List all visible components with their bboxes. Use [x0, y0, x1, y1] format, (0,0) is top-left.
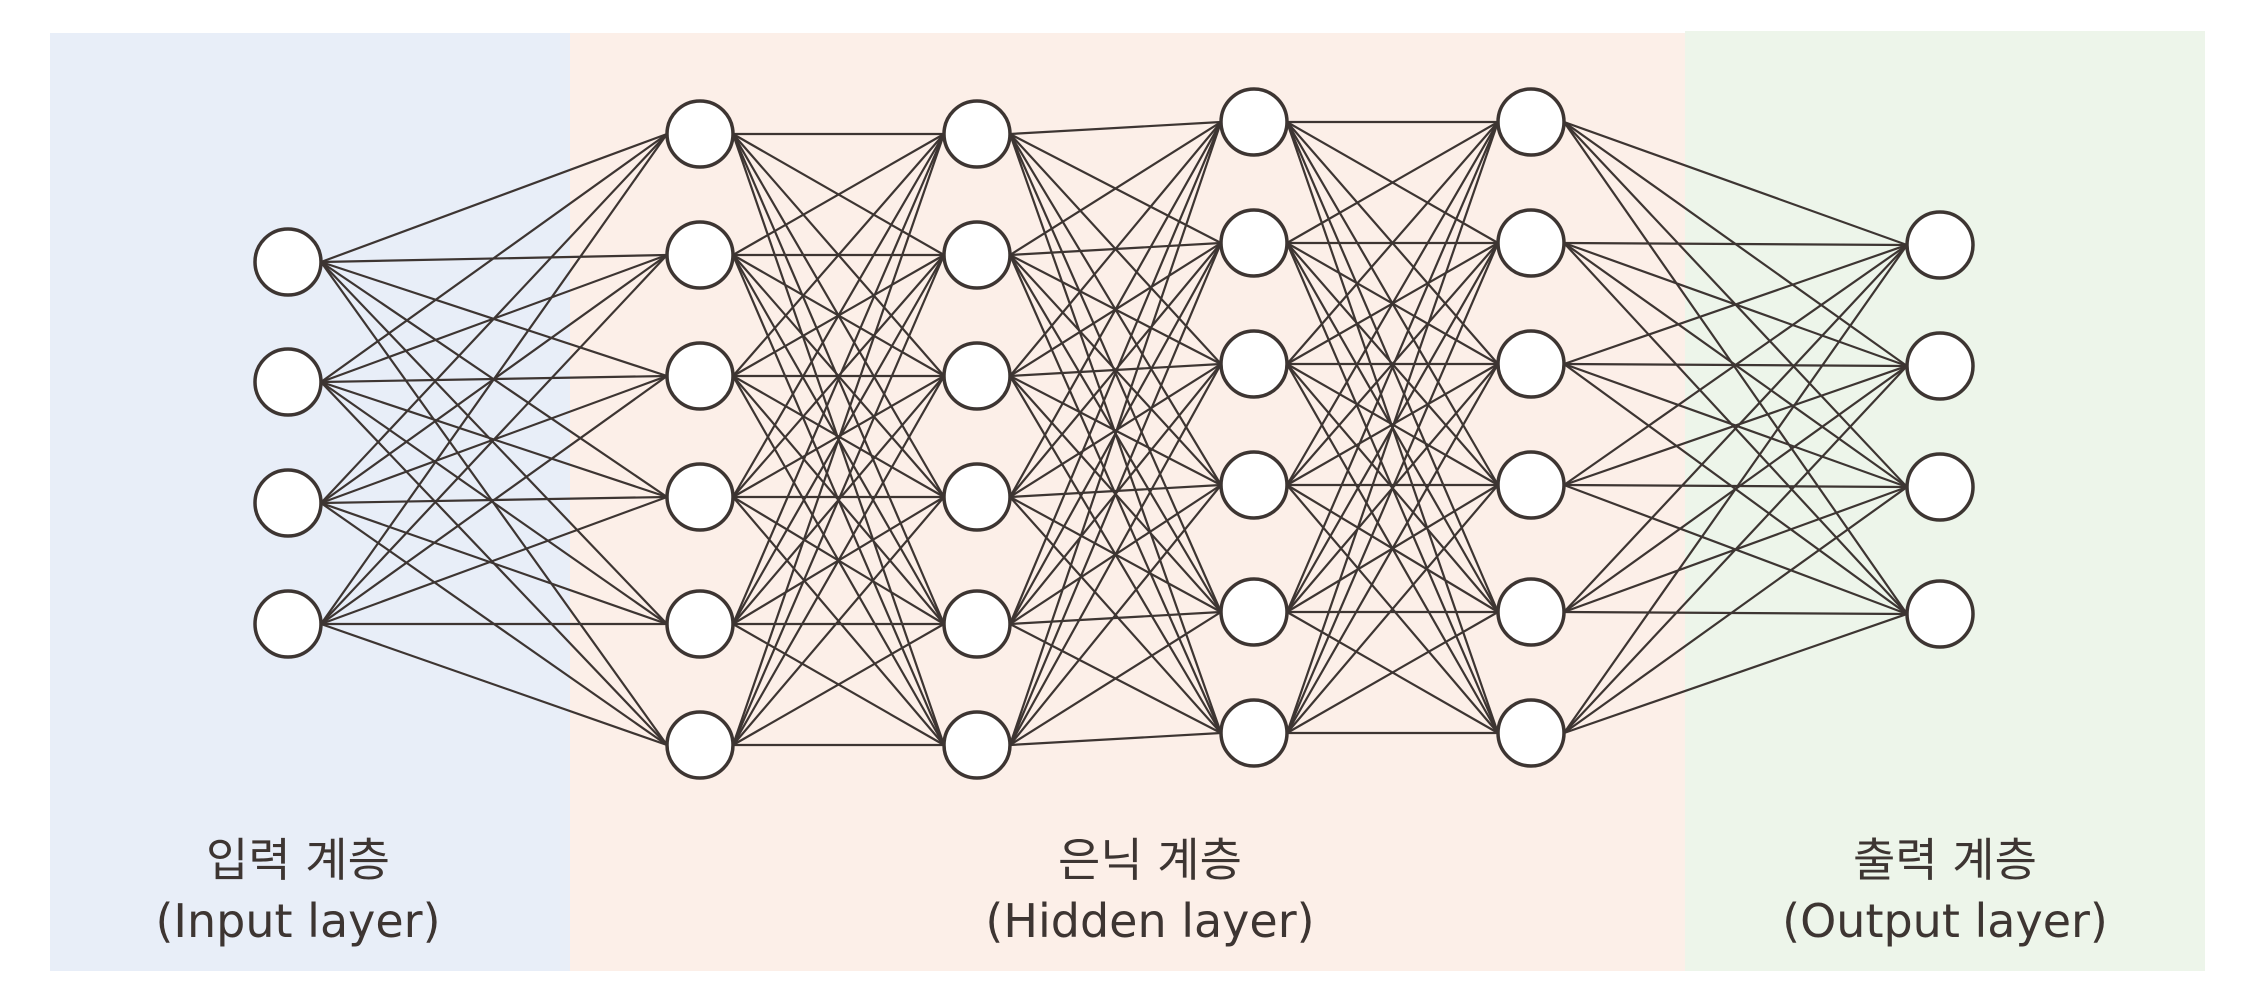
hidden-neuron-node — [942, 462, 1012, 532]
hidden-neuron-node — [1496, 698, 1566, 768]
hidden-neuron-node — [942, 99, 1012, 169]
connection-line — [1008, 121, 1223, 625]
connection-line — [1009, 120, 1222, 136]
connection-line — [732, 254, 945, 498]
input-neuron-node — [253, 468, 323, 538]
connection-line — [731, 133, 946, 746]
connection-line — [1286, 484, 1499, 734]
hidden-layer-subtitle: (Hidden layer) — [985, 894, 1314, 948]
connection-line — [320, 375, 668, 625]
hidden-neuron-node — [1496, 577, 1566, 647]
connection-line — [731, 133, 946, 625]
connection-line — [1009, 484, 1222, 746]
connection-line — [1563, 486, 1908, 734]
connection-line — [732, 133, 945, 256]
connection-line — [320, 254, 668, 625]
connection-line — [1563, 365, 1908, 734]
hidden-layer-title: 은닉 계층 — [1058, 833, 1242, 887]
connection-line — [320, 622, 668, 747]
connection-line — [1009, 731, 1222, 747]
connection-lines — [320, 120, 1908, 747]
connection-line — [1563, 244, 1908, 486]
connection-line — [1563, 612, 1908, 735]
output-neuron-node — [1905, 579, 1975, 649]
hidden-neuron-node — [942, 710, 1012, 780]
hidden-neuron-node — [1219, 450, 1289, 520]
hidden-neuron-node — [665, 341, 735, 411]
output-layer-subtitle: (Output layer) — [1782, 894, 2108, 948]
hidden-neuron-node — [665, 589, 735, 659]
connection-line — [1563, 244, 1908, 613]
connection-line — [1285, 121, 1500, 613]
connection-line — [1563, 121, 1908, 615]
hidden-neuron-node — [1219, 87, 1289, 157]
connection-line — [320, 133, 668, 504]
hidden-neuron-node — [942, 220, 1012, 290]
connection-line — [1563, 244, 1908, 734]
connection-line — [1563, 483, 1908, 489]
hidden-neuron-node — [942, 589, 1012, 659]
connection-line — [732, 496, 945, 746]
connection-line — [1009, 483, 1222, 499]
connection-line — [320, 381, 668, 625]
hidden-neuron-node — [1219, 577, 1289, 647]
connection-line — [732, 623, 945, 746]
connection-line — [1285, 242, 1500, 734]
connection-line — [1286, 242, 1499, 486]
neuron-nodes — [253, 87, 1975, 780]
connection-line — [1286, 121, 1499, 486]
connection-line — [1008, 242, 1223, 746]
connection-line — [731, 254, 946, 746]
connection-line — [1285, 121, 1500, 734]
input-neuron-node — [253, 227, 323, 297]
hidden-neuron-node — [1219, 208, 1289, 278]
output-neuron-node — [1905, 452, 1975, 522]
connection-line — [732, 133, 945, 498]
connection-line — [320, 132, 668, 264]
output-neuron-node — [1905, 331, 1975, 401]
connection-line — [1009, 121, 1222, 377]
connection-line — [1009, 121, 1222, 256]
hidden-neuron-node — [1219, 698, 1289, 768]
hidden-neuron-node — [942, 341, 1012, 411]
output-layer-title: 출력 계층 — [1853, 833, 2037, 887]
hidden-neuron-node — [665, 710, 735, 780]
connection-line — [1563, 120, 1908, 247]
connection-line — [1286, 121, 1499, 244]
connection-line — [1009, 610, 1222, 626]
connection-line — [732, 133, 945, 377]
input-layer-title: 입력 계층 — [206, 833, 390, 887]
connection-line — [1286, 611, 1499, 734]
connection-line — [1286, 363, 1499, 734]
input-layer-subtitle: (Input layer) — [155, 894, 440, 948]
connection-line — [1009, 611, 1222, 746]
input-neuron-node — [253, 347, 323, 417]
connection-line — [1009, 363, 1222, 746]
hidden-neuron-node — [1496, 329, 1566, 399]
output-neuron-node — [1905, 210, 1975, 280]
hidden-neuron-node — [665, 462, 735, 532]
connection-line — [1009, 242, 1222, 498]
connection-line — [1563, 610, 1908, 616]
hidden-neuron-node — [1496, 450, 1566, 520]
connection-line — [1563, 364, 1908, 487]
connection-line — [320, 261, 668, 625]
hidden-neuron-node — [1496, 208, 1566, 278]
connection-line — [1008, 121, 1223, 746]
connection-line — [320, 501, 668, 626]
connection-line — [1563, 243, 1908, 366]
connection-line — [320, 495, 668, 626]
connection-line — [320, 133, 668, 383]
hidden-neuron-node — [1496, 87, 1566, 157]
hidden-neuron-node — [1219, 329, 1289, 399]
connection-line — [1286, 121, 1499, 365]
hidden-neuron-node — [665, 99, 735, 169]
hidden-neuron-node — [665, 220, 735, 290]
connection-line — [732, 375, 945, 746]
input-neuron-node — [253, 589, 323, 659]
connection-line — [1563, 241, 1908, 247]
connection-line — [320, 133, 668, 625]
connection-line — [1009, 121, 1222, 498]
